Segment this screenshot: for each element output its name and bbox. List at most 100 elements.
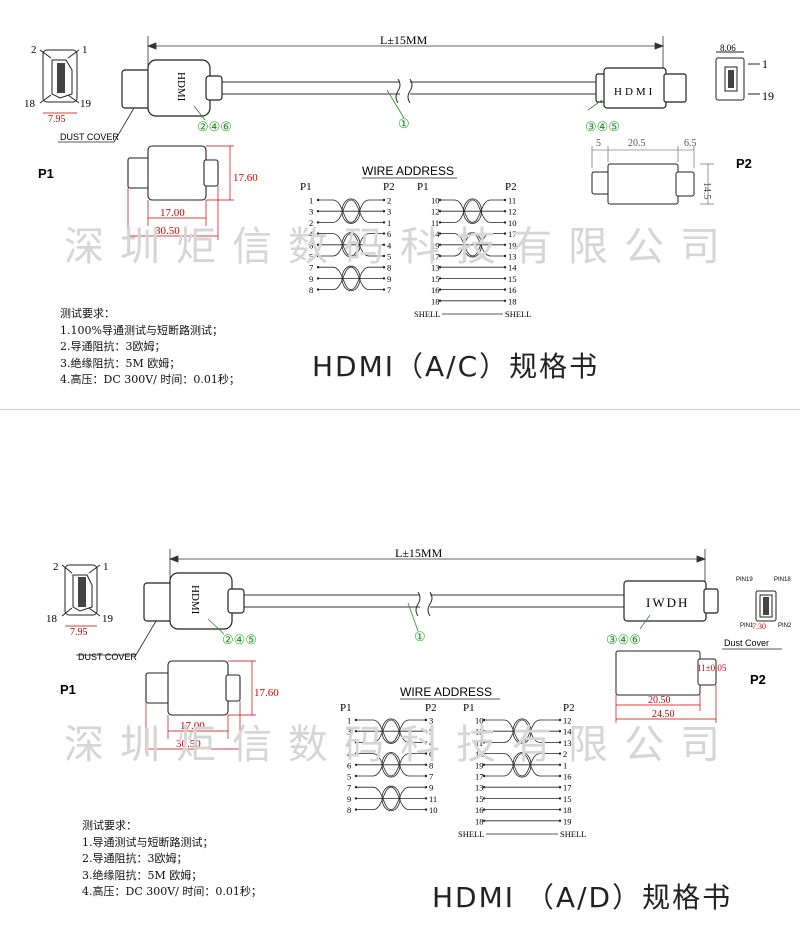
- twisted-wire: [356, 719, 426, 743]
- req-1-line-3: 3.绝缘阻抗：5M 欧姆；: [60, 356, 181, 370]
- dust-cover-label: DUST COVER: [60, 132, 119, 142]
- req-1-line-2: 2.导通阻抗：3欧姆；: [60, 340, 166, 353]
- p1-connector-2: [143, 572, 245, 630]
- wire-pin-right_pins-3-from: 14: [431, 229, 440, 239]
- twisted-wire: [318, 266, 384, 291]
- wire-address-title: WIRE ADDRESS: [362, 164, 454, 178]
- wire2-col-p2-a: P2: [425, 702, 437, 714]
- wire-pin-left_pins-7-from: 9: [309, 274, 313, 284]
- section2-title: HDMI （A/D）规格书: [432, 881, 733, 914]
- pin2-right-2: PIN2: [778, 623, 792, 629]
- p1-label: P1: [38, 166, 54, 181]
- wire-pin-right_pins-3-from: 14: [475, 749, 484, 759]
- pin-left-18: 18: [24, 98, 36, 110]
- wire2-col-p2-b: P2: [563, 702, 575, 714]
- p1-connector-text: HDMI: [175, 72, 187, 102]
- dim-1760: 17.60: [233, 172, 258, 184]
- wire-col-p2-a: P2: [383, 181, 395, 193]
- cable-2: [240, 591, 626, 617]
- wire-col-p1-b: P1: [417, 181, 429, 193]
- wire-pin-right_pins-0-from: 10: [475, 716, 484, 726]
- p2-side-view: [591, 163, 695, 205]
- twisted-wire: [318, 233, 384, 257]
- pin-left-19: 19: [80, 98, 92, 110]
- dim-145: 14.5: [701, 182, 712, 200]
- wire-pin-left_pins-6-from: 7: [347, 783, 351, 793]
- wire-pin-right_pins-6-from: 13: [475, 783, 484, 793]
- requirements-2: 测试要求： 1.导通测试与短断路测试； 2.导通阻抗：3欧姆； 3.绝缘阻抗：5…: [82, 818, 262, 901]
- wire-pin-right_pins-6-to: 14: [508, 263, 517, 273]
- wire-pin-left_pins-6-from: 7: [309, 263, 313, 273]
- callout-cable: ①: [398, 116, 410, 131]
- wire-pin-left_pins-5-from: 5: [309, 252, 313, 262]
- req-2-line-4: 4.高压：DC 300V/ 时间：0.01秒；: [82, 885, 262, 898]
- wire-pin-right_pins-5-to: 13: [508, 252, 517, 262]
- p1-label-2: P1: [60, 682, 76, 697]
- wire-col-p2-b: P2: [505, 181, 517, 193]
- wire-pin-right_pins-9-to: 19: [563, 816, 572, 826]
- twisted-wire: [484, 719, 560, 743]
- wire-pin-left_pins-3-to: 6: [387, 229, 391, 239]
- shell-to: SHELL: [505, 309, 531, 319]
- req-2-line-2: 2.导通阻抗：3欧姆；: [82, 852, 188, 865]
- cable: [220, 78, 598, 104]
- p1-side-view-2: [145, 660, 241, 716]
- wire-pin-left_pins-4-from: 6: [347, 760, 351, 770]
- p1-pin-face-2: [61, 564, 101, 617]
- wire-pin-left_pins-3-to: 6: [429, 749, 433, 759]
- dim-3050: 30.50: [155, 225, 180, 237]
- wire-pin-left_pins-1-to: 3: [387, 207, 391, 217]
- wire-pin-left_pins-8-from: 8: [347, 805, 351, 815]
- wire-pin-left_pins-0-to: 3: [429, 716, 433, 726]
- wire-pin-left_pins-3-from: 4: [347, 749, 352, 759]
- wire-pin-right_pins-5-from: 17: [431, 252, 440, 262]
- wire-pin-left_pins-5-to: 5: [387, 252, 391, 262]
- shield-ellipse: [341, 232, 361, 258]
- twisted-wire: [356, 753, 426, 777]
- callout-p1: ②④⑥: [197, 119, 232, 134]
- p1-side-view: [127, 145, 219, 201]
- wire-pin-right_pins-3-to: 17: [508, 229, 517, 239]
- requirements-1: 测试要求： 1.100%导通测试与短断路测试； 2.导通阻抗：3欧姆； 3.绝缘…: [60, 306, 240, 389]
- wire-pin-right_pins-1-to: 14: [563, 727, 572, 737]
- wire-pin-right_pins-1-to: 12: [508, 207, 517, 217]
- req-2-line-0: 测试要求：: [82, 819, 137, 832]
- twisted-wire: [318, 199, 384, 223]
- dim2-3050: 30.50: [176, 738, 201, 750]
- twisted-wire: [484, 753, 560, 777]
- length-label-2: L±15MM: [395, 546, 443, 560]
- wire-pin-right_pins-7-to: 15: [508, 274, 517, 284]
- wire2-col-p1-a: P1: [340, 702, 352, 714]
- section-divider: [0, 409, 800, 410]
- wire-pin-right_pins-7-from: 15: [475, 794, 484, 804]
- dust-cover-left-2: DUST COVER: [78, 652, 137, 662]
- callout-p2-2: ③④⑥: [606, 632, 641, 647]
- wire-pin-right_pins-2-to: 13: [563, 738, 572, 748]
- wire-pin-left_pins-4-to: 4: [387, 240, 392, 250]
- wire-pin-left_pins-6-to: 8: [387, 263, 391, 273]
- wire-pin-right_pins-8-to: 18: [563, 805, 572, 815]
- pin2-left-2: 2: [53, 561, 59, 573]
- p1-pin-face-dots: [57, 63, 65, 93]
- dim2-795: 7.95: [70, 627, 88, 638]
- p2-pin-face-2: [755, 590, 777, 622]
- shield-ellipse: [463, 198, 482, 224]
- dust-cover-right-2: Dust Cover: [724, 638, 769, 648]
- wire-pin-left_pins-8-to: 7: [387, 285, 391, 295]
- p1-connector-text-2: HDMI: [189, 585, 201, 615]
- wire-pin-right_pins-0-to: 12: [563, 716, 572, 726]
- dim2-2450: 24.50: [652, 709, 675, 720]
- shield-ellipse: [341, 265, 361, 292]
- twisted-wire: [318, 199, 384, 223]
- twisted-wire: [484, 719, 560, 743]
- wire-pin-right_pins-0-from: 10: [431, 196, 440, 206]
- wire-pin-right_pins-7-to: 15: [563, 794, 572, 804]
- dim-205: 20.5: [628, 138, 646, 149]
- wire-pin-left_pins-2-from: 2: [347, 738, 351, 748]
- wire-pin-right_pins-4-from: 19: [431, 240, 440, 250]
- p2-side-view-2: [615, 650, 717, 696]
- pin2-right-18: PIN18: [774, 577, 791, 583]
- p2-pin-face: [715, 51, 760, 101]
- shell-from: SHELL: [414, 309, 440, 319]
